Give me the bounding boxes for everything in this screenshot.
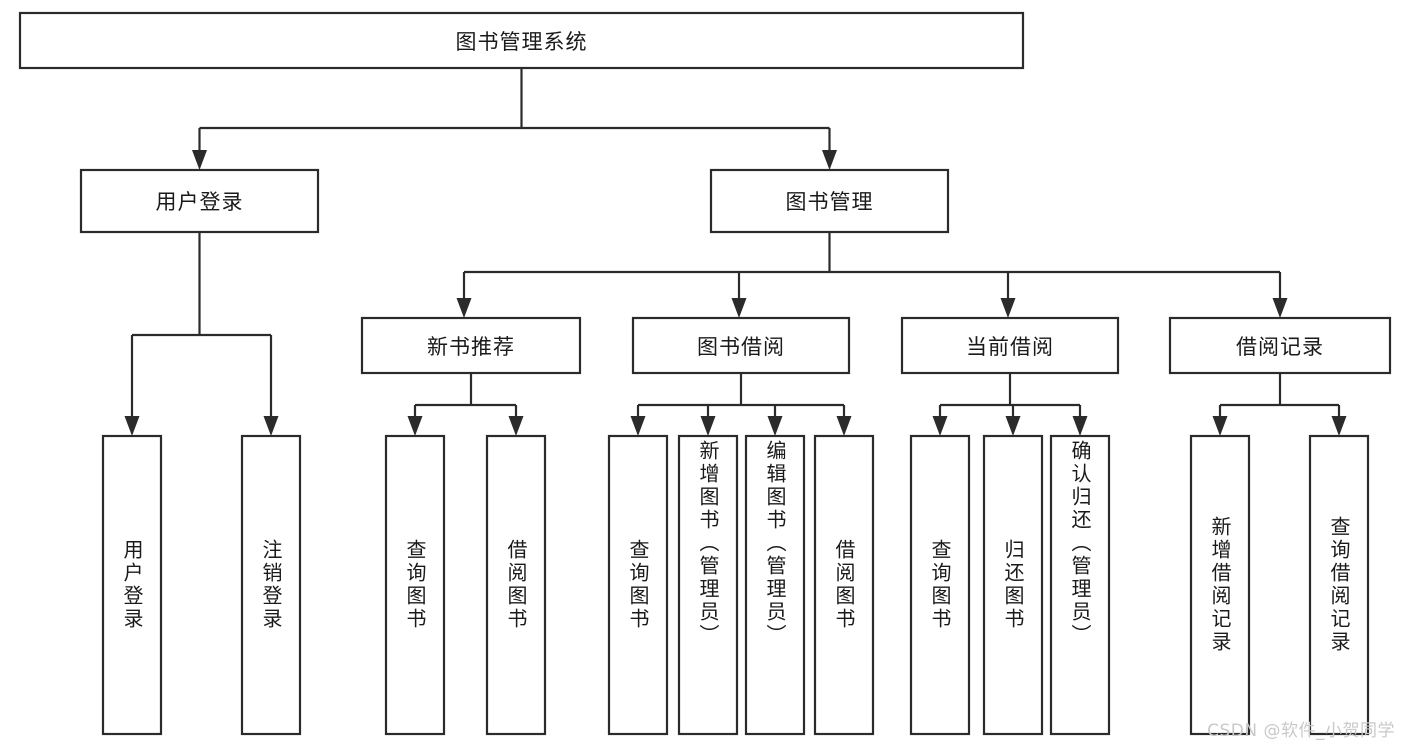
connector-group-borrow-record <box>1212 373 1347 436</box>
node-box-leaf-add-record[interactable] <box>1189 434 1251 736</box>
arrow-head-book-borrow <box>731 298 747 318</box>
connector-group-user-login <box>124 232 279 436</box>
arrow-head-leaf-query-record <box>1331 416 1347 436</box>
arrow-head-leaf-query-book-3 <box>932 416 948 436</box>
arrow-head-leaf-logout <box>263 416 279 436</box>
arrow-head-leaf-query-book-2 <box>630 416 646 436</box>
node-box-leaf-query-record[interactable] <box>1308 434 1370 736</box>
arrow-head-borrow-record <box>1272 298 1288 318</box>
connector-group-root <box>192 68 837 170</box>
arrow-head-book-manage <box>822 150 837 170</box>
node-box-leaf-borrow-book-1[interactable] <box>485 434 547 736</box>
node-box-book-manage[interactable] <box>709 168 950 234</box>
node-box-leaf-user-login[interactable] <box>101 434 163 736</box>
node-box-leaf-add-book[interactable] <box>677 434 739 736</box>
arrow-head-leaf-return-book <box>1005 416 1021 436</box>
node-box-leaf-query-book-3[interactable] <box>909 434 971 736</box>
connector-group-current-borrow <box>932 373 1088 436</box>
csdn-watermark: CSDN @软件_小贺同学 <box>1207 721 1395 741</box>
node-box-leaf-edit-book[interactable] <box>744 434 806 736</box>
node-box-user-login[interactable] <box>79 168 320 234</box>
arrow-head-leaf-add-book <box>700 416 716 436</box>
node-box-current-borrow[interactable] <box>900 316 1120 375</box>
node-box-leaf-query-book-2[interactable] <box>607 434 669 736</box>
arrow-head-current-borrow <box>1000 298 1016 318</box>
node-box-book-borrow[interactable] <box>631 316 851 375</box>
node-box-leaf-return-book[interactable] <box>982 434 1044 736</box>
node-box-leaf-borrow-book-2[interactable] <box>813 434 875 736</box>
arrow-head-leaf-borrow-book-2 <box>836 416 852 436</box>
node-box-borrow-record[interactable] <box>1168 316 1392 375</box>
arrow-head-leaf-borrow-book-1 <box>508 416 524 436</box>
arrow-head-new-book-rec <box>456 298 472 318</box>
node-box-leaf-confirm-return[interactable] <box>1049 434 1111 736</box>
node-box-new-book-rec[interactable] <box>360 316 582 375</box>
arrow-head-leaf-edit-book <box>767 416 783 436</box>
connector-group-book-manage <box>456 232 1288 318</box>
connector-group-book-borrow <box>630 373 852 436</box>
connector-group-new-book-rec <box>407 373 524 436</box>
arrow-head-user-login <box>192 150 207 170</box>
node-box-root[interactable] <box>18 11 1025 70</box>
arrow-head-leaf-user-login <box>124 416 140 436</box>
arrow-head-leaf-confirm-return <box>1072 416 1088 436</box>
node-box-leaf-query-book-1[interactable] <box>384 434 446 736</box>
arrow-head-leaf-query-book-1 <box>407 416 423 436</box>
arrow-head-leaf-add-record <box>1212 416 1228 436</box>
node-box-leaf-logout[interactable] <box>240 434 302 736</box>
